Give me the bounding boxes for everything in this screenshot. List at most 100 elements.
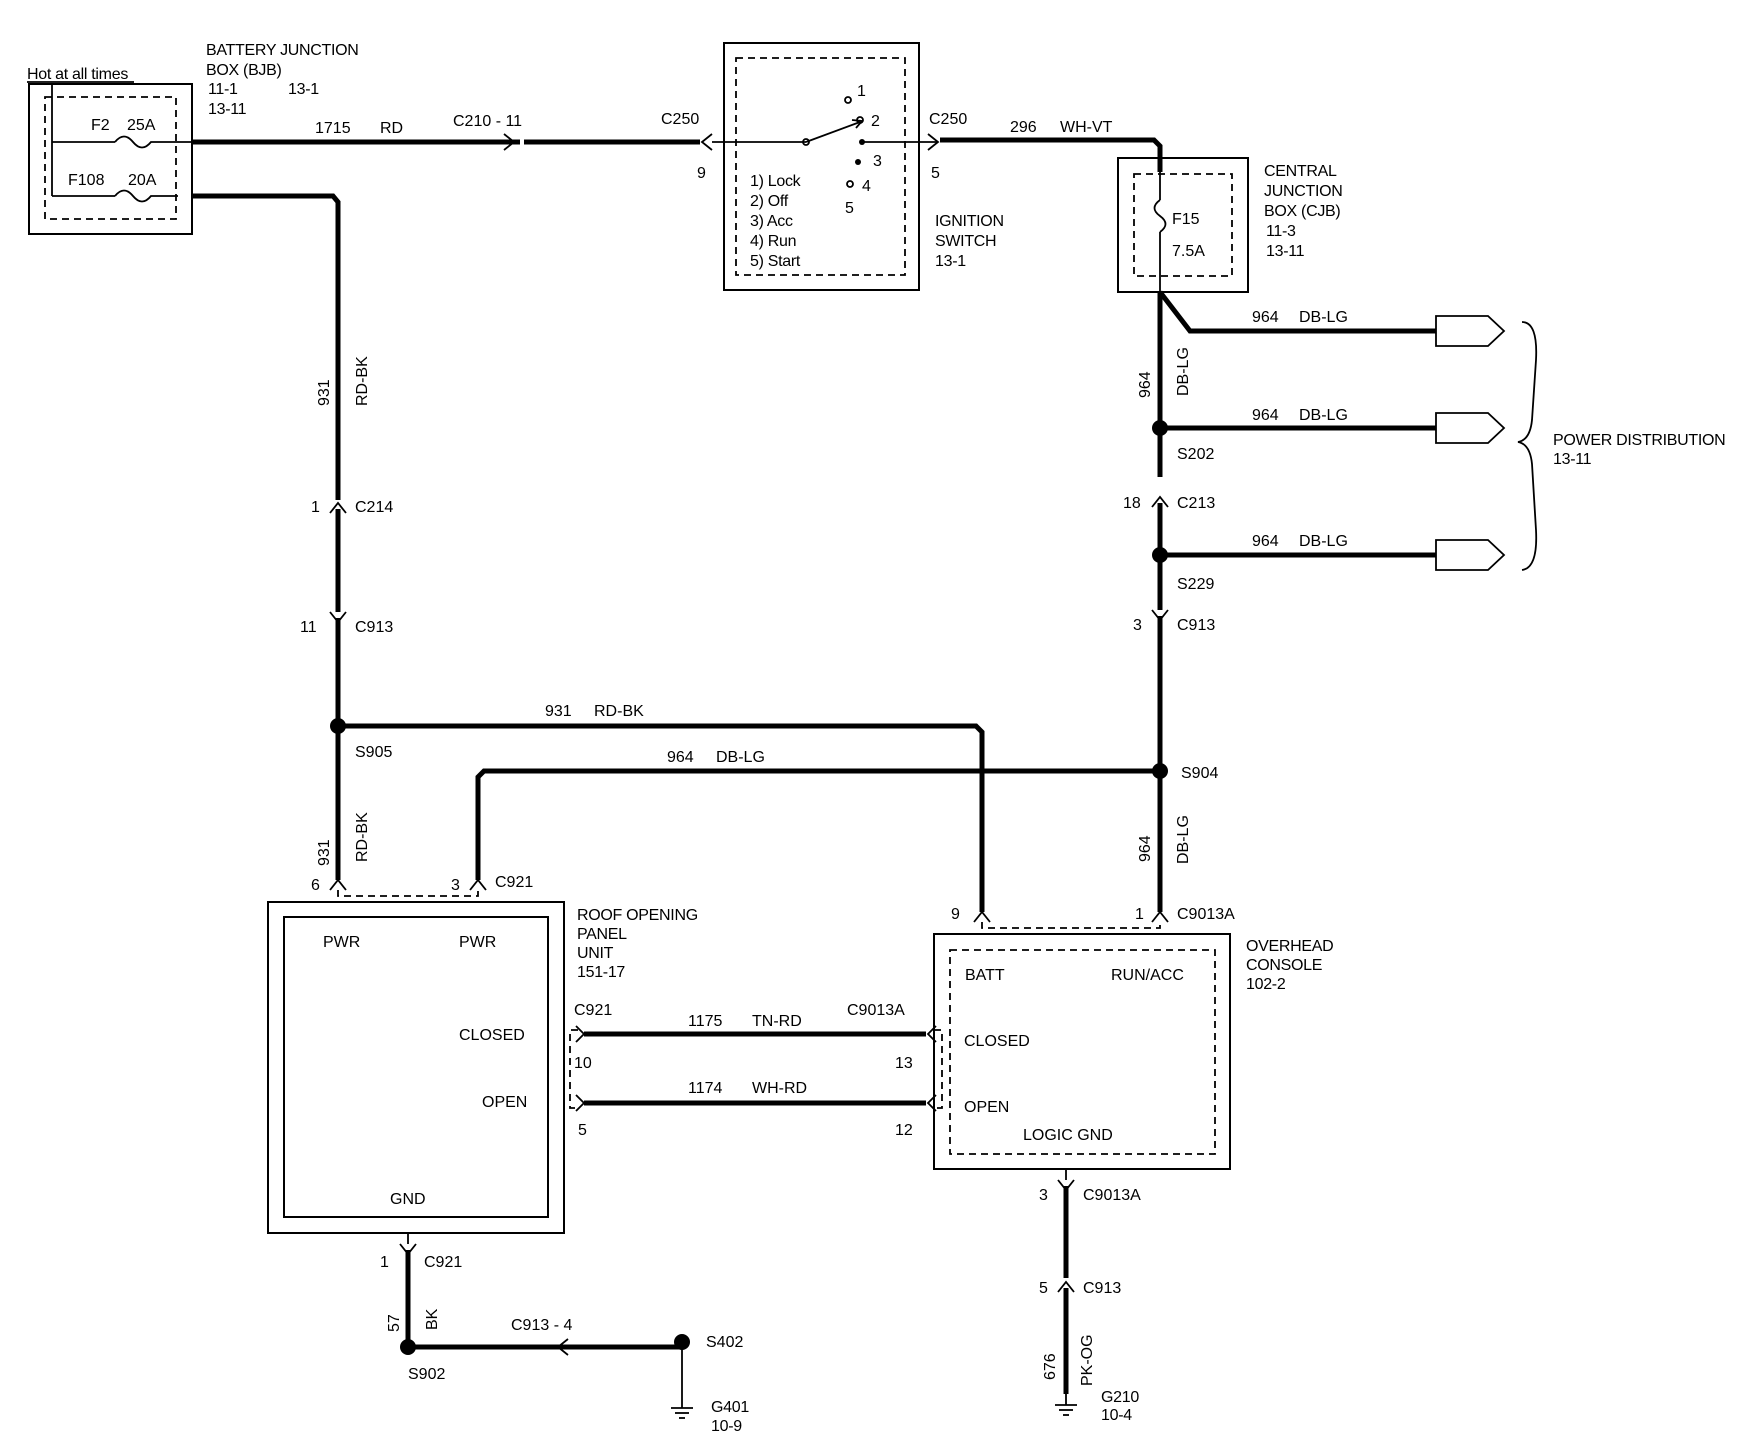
overhead-closed-label: CLOSED (964, 1033, 1030, 1050)
wire-931-lower-color: RD-BK (354, 812, 371, 862)
overhead-console: BATT RUN/ACC CLOSED OPEN LOGIC GND (933, 910, 1231, 1170)
roof-pwr1-label: PWR (323, 934, 360, 951)
roof-gnd-label: GND (390, 1191, 426, 1208)
wire-1715-color: RD (380, 120, 403, 137)
c9013a-open-pin: 12 (895, 1122, 913, 1139)
roof-title-line1: ROOF OPENING (577, 907, 698, 924)
roof-opening-panel-unit: PWR PWR CLOSED OPEN GND (267, 878, 565, 1234)
connector-c250-right-symbol (927, 133, 940, 151)
switch-legend-off: 2) Off (750, 193, 789, 210)
connector-c913-4-symbol (556, 1338, 569, 1356)
c9013a-closed-label: C9013A (847, 1002, 905, 1019)
ground-g401-ref: 10-9 (711, 1418, 742, 1435)
wire-964-mid-color: DB-LG (716, 749, 765, 766)
connector-c214-symbol (329, 501, 347, 514)
overhead-logic-gnd-label: LOGIC GND (1023, 1127, 1113, 1144)
ignition-title-line2: SWITCH (935, 233, 996, 250)
fuse-f2-rating: 25A (127, 117, 156, 134)
connector-c913-left-label: C913 (355, 619, 393, 636)
wire-1174-color: WH-RD (752, 1080, 807, 1097)
wire-1175-number: 1175 (688, 1013, 723, 1030)
branch-1-number: 964 (1252, 309, 1279, 326)
wire-964-upper-number: 964 (1137, 371, 1154, 398)
switch-position-4: 4 (862, 178, 871, 195)
roof-open-label: OPEN (482, 1094, 527, 1111)
cjb-title-line1: CENTRAL (1264, 163, 1337, 180)
c9013a-gnd-label: C9013A (1083, 1187, 1141, 1204)
roof-pwr2-label: PWR (459, 934, 496, 951)
bjb-ref-1: 11-1 (208, 81, 238, 98)
switch-legend-start: 5) Start (750, 253, 801, 270)
switch-legend-lock: 1) Lock (750, 173, 802, 190)
connector-c210-symbol (503, 133, 516, 151)
branch-3-arrow (1435, 539, 1506, 571)
ground-g401-symbol (671, 1407, 693, 1419)
connector-c913-right-pin: 3 (1133, 617, 1142, 634)
connector-c250-left-pin: 9 (697, 165, 706, 182)
connector-c213-symbol (1151, 495, 1169, 508)
splice-s902-label: S902 (408, 1366, 445, 1383)
splice-s402-label: S402 (706, 1334, 743, 1351)
overhead-open-label: OPEN (964, 1099, 1009, 1116)
wire-57-number: 57 (386, 1314, 403, 1332)
branch-3-color: DB-LG (1299, 533, 1348, 550)
branch-1-arrow (1435, 315, 1506, 347)
wire-1175-color: TN-RD (752, 1013, 802, 1030)
ground-g210-symbol (1055, 1394, 1077, 1416)
connector-c250-right-pin: 5 (931, 165, 940, 182)
branch-3-number: 964 (1252, 533, 1279, 550)
branch-2-arrow (1435, 412, 1506, 444)
fuse-f15-name: F15 (1172, 211, 1200, 228)
wire-964-mid-number: 964 (667, 749, 694, 766)
roof-closed-label: CLOSED (459, 1027, 525, 1044)
switch-legend-run: 4) Run (750, 233, 796, 250)
cjb-title-line3: BOX (CJB) (1264, 203, 1340, 220)
connector-c250-left-label: C250 (661, 111, 699, 128)
splice-s905-label: S905 (355, 744, 392, 761)
connector-c913-4-label: C913 - 4 (511, 1317, 572, 1334)
wire-931-upper-color: RD-BK (354, 356, 371, 406)
power-distribution-title: POWER DISTRIBUTION (1553, 432, 1725, 449)
c913-gnd-label: C913 (1083, 1280, 1121, 1297)
c921-pwr1-pin: 6 (311, 877, 320, 894)
bjb-ref-3: 13-11 (208, 101, 247, 118)
switch-position-2: 2 (871, 113, 880, 130)
overhead-batt-label: BATT (965, 967, 1005, 984)
fuse-f15-rating: 7.5A (1172, 243, 1205, 260)
overhead-ref: 102-2 (1246, 976, 1286, 993)
fuse-f108-name: F108 (68, 172, 105, 189)
power-distribution-ref: 13-11 (1553, 451, 1592, 468)
wire-676-number: 676 (1042, 1353, 1059, 1380)
fuse-f108-symbol (114, 189, 178, 203)
splice-s229-label: S229 (1177, 576, 1214, 593)
cjb-title-line2: JUNCTION (1264, 183, 1342, 200)
wire-57-color: BK (424, 1308, 441, 1330)
power-distribution-brace (1517, 321, 1538, 571)
battery-junction-box: F2 25A F108 20A (28, 83, 193, 235)
c921-gnd-label: C921 (424, 1254, 462, 1271)
wire-931-mid-number: 931 (545, 703, 572, 720)
cjb-ref-1: 11-3 (1266, 223, 1296, 240)
connector-c250-left-symbol (700, 133, 713, 151)
connector-c913-gnd-symbol (1057, 1280, 1075, 1293)
c9013a-batt-pin: 9 (951, 906, 960, 923)
bjb-ref-2: 13-1 (288, 81, 319, 98)
ignition-title-line1: IGNITION (935, 213, 1004, 230)
c9013a-top-label: C9013A (1177, 906, 1235, 923)
wire-1715-number: 1715 (315, 120, 351, 137)
fuse-f2-name: F2 (91, 117, 110, 134)
wire-1174-number: 1174 (688, 1080, 723, 1097)
wire-931-mid-color: RD-BK (594, 703, 644, 720)
switch-legend-acc: 3) Acc (750, 213, 793, 230)
c9013a-closed-pin: 13 (895, 1055, 913, 1072)
wire-964-lower-number: 964 (1137, 835, 1154, 862)
connector-c913-right-label: C913 (1177, 617, 1215, 634)
ignition-switch: 1 2 3 4 5 1) Lock 2) Off 3) Acc 4) Run 5… (723, 42, 938, 291)
connector-c210-label: C210 - 11 (453, 113, 522, 130)
branch-2-color: DB-LG (1299, 407, 1348, 424)
ground-g401-label: G401 (711, 1399, 749, 1416)
c921-closed-pin: 10 (574, 1055, 592, 1072)
ignition-ref: 13-1 (935, 253, 966, 270)
fuse-f15-symbol (1153, 199, 1167, 233)
switch-position-1: 1 (857, 83, 866, 100)
